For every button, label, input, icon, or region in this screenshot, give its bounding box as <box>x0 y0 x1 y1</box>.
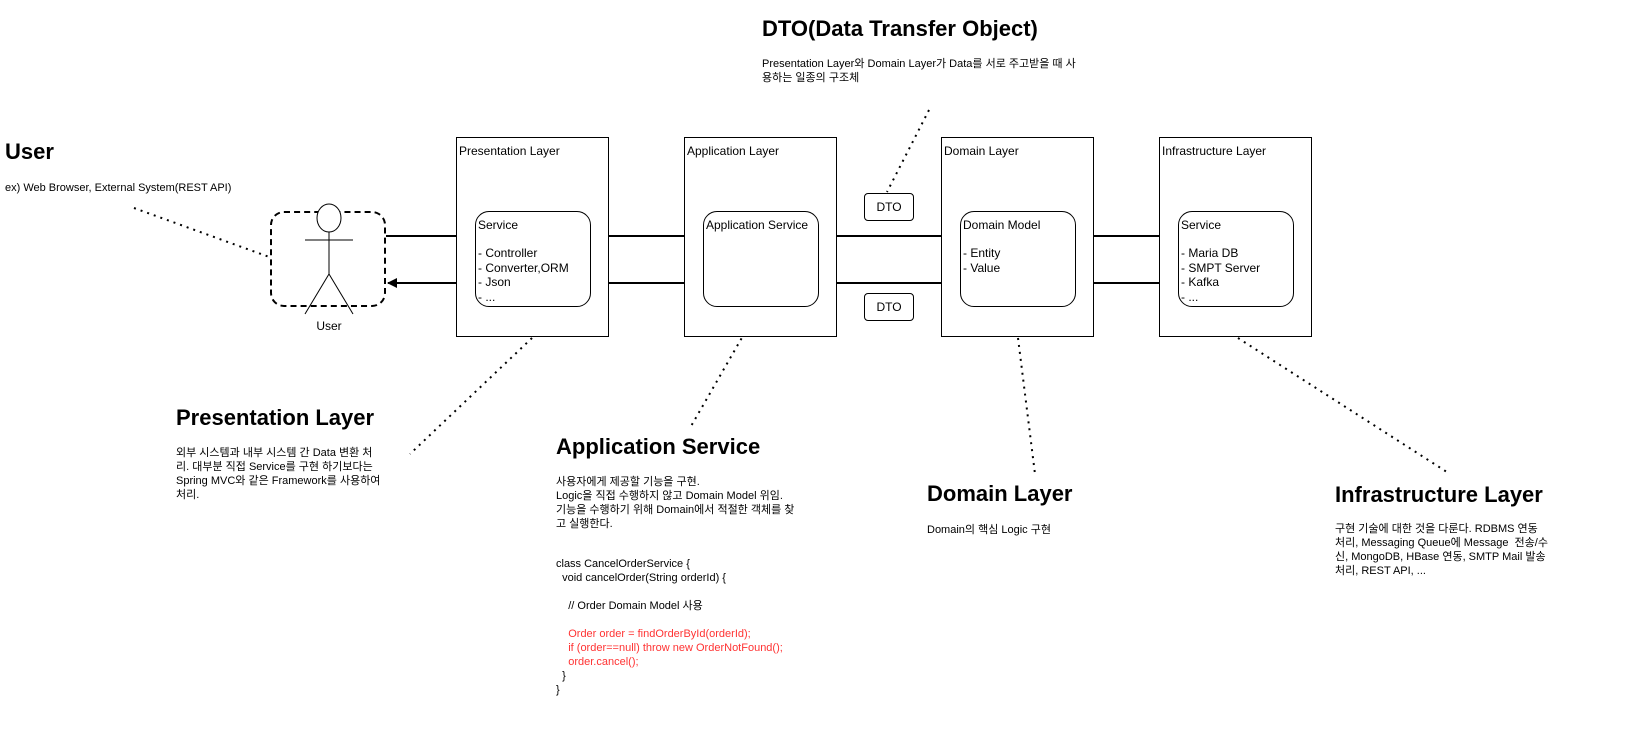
actor-label: User <box>316 319 342 333</box>
code-line: // Order Domain Model 사용 <box>556 600 703 612</box>
code-line-highlighted: Order order = findOrderById(orderId); <box>556 628 751 640</box>
infrastructure-note-title: Infrastructure Layer <box>1335 482 1543 507</box>
application-note-title: Application Service <box>556 434 761 459</box>
component-item: - Entity <box>963 246 1001 260</box>
component-item: - ... <box>478 289 496 304</box>
component-item: - Value <box>963 260 1001 275</box>
domain-note-description: Domain의 핵심 Logic 구현 <box>927 524 1051 536</box>
infrastructure-note-leader <box>1237 337 1451 475</box>
domain-model-items: - Entity- Value <box>963 246 1000 275</box>
component-item: - Controller <box>478 246 538 260</box>
application-service-component[interactable]: Application Service <box>703 211 819 307</box>
infrastructure-service-items: - Maria DB- SMPT Server- Kafka- ... <box>1181 246 1260 304</box>
code-line: class CancelOrderService { <box>556 558 690 570</box>
code-line: } <box>556 670 566 682</box>
component-item: - Converter,ORM <box>478 260 569 275</box>
presentation-note-title: Presentation Layer <box>176 405 375 430</box>
domain-note-title: Domain Layer <box>927 481 1073 506</box>
code-line: } <box>556 684 560 696</box>
user-title: User <box>5 139 54 164</box>
stick-figure-icon <box>304 203 354 315</box>
application-note-description: 사용자에게 제공할 기능을 구현. Logic을 직접 수행하지 않고 Doma… <box>556 476 795 530</box>
presentation-service-component[interactable]: Service - Controller- Converter,ORM- Jso… <box>475 211 591 307</box>
component-item: - SMPT Server <box>1181 260 1261 275</box>
domain-model-component[interactable]: Domain Model - Entity- Value <box>960 211 1076 307</box>
infrastructure-service-component[interactable]: Service - Maria DB- SMPT Server- Kafka- … <box>1178 211 1294 307</box>
infrastructure-layer-label: Infrastructure Layer <box>1162 144 1267 158</box>
user-description: ex) Web Browser, External System(REST AP… <box>5 182 232 194</box>
dto-box-bottom[interactable]: DTO <box>864 293 914 321</box>
application-layer-label: Application Layer <box>687 144 780 158</box>
dto-title: DTO(Data Transfer Object) <box>762 16 1038 41</box>
code-sample: class CancelOrderService { void cancelOr… <box>556 557 783 697</box>
presentation-service-title: Service <box>478 218 519 232</box>
presentation-note-leader <box>409 337 533 455</box>
dto-note-leader <box>886 109 930 193</box>
code-line: void cancelOrder(String orderId) { <box>556 572 726 584</box>
presentation-service-items: - Controller- Converter,ORM- Json- ... <box>478 246 569 304</box>
component-item: - ... <box>1181 289 1199 304</box>
presentation-layer-label: Presentation Layer <box>459 144 560 158</box>
component-item: - Maria DB <box>1181 246 1239 260</box>
dto-box-top[interactable]: DTO <box>864 193 914 221</box>
presentation-note-description: 외부 시스템과 내부 시스템 간 Data 변환 처 리. 대부분 직접 Ser… <box>176 447 381 501</box>
user-note-leader <box>133 207 273 259</box>
component-item: - Json <box>478 275 511 289</box>
domain-model-title: Domain Model <box>963 218 1041 232</box>
code-line <box>556 585 783 599</box>
application-service-title: Application Service <box>706 218 809 232</box>
dto-description: Presentation Layer와 Domain Layer가 Data를 … <box>762 58 1076 84</box>
infrastructure-service-title: Service <box>1181 218 1222 232</box>
code-line <box>556 613 783 627</box>
domain-layer-label: Domain Layer <box>944 144 1019 158</box>
component-item: - Kafka <box>1181 275 1220 289</box>
code-line-highlighted: if (order==null) throw new OrderNotFound… <box>556 642 783 654</box>
domain-note-leader <box>1017 337 1036 475</box>
code-line-highlighted: order.cancel(); <box>556 656 639 668</box>
infrastructure-note-description: 구현 기술에 대한 것을 다룬다. RDBMS 연동 처리, Messaging… <box>1335 523 1548 577</box>
